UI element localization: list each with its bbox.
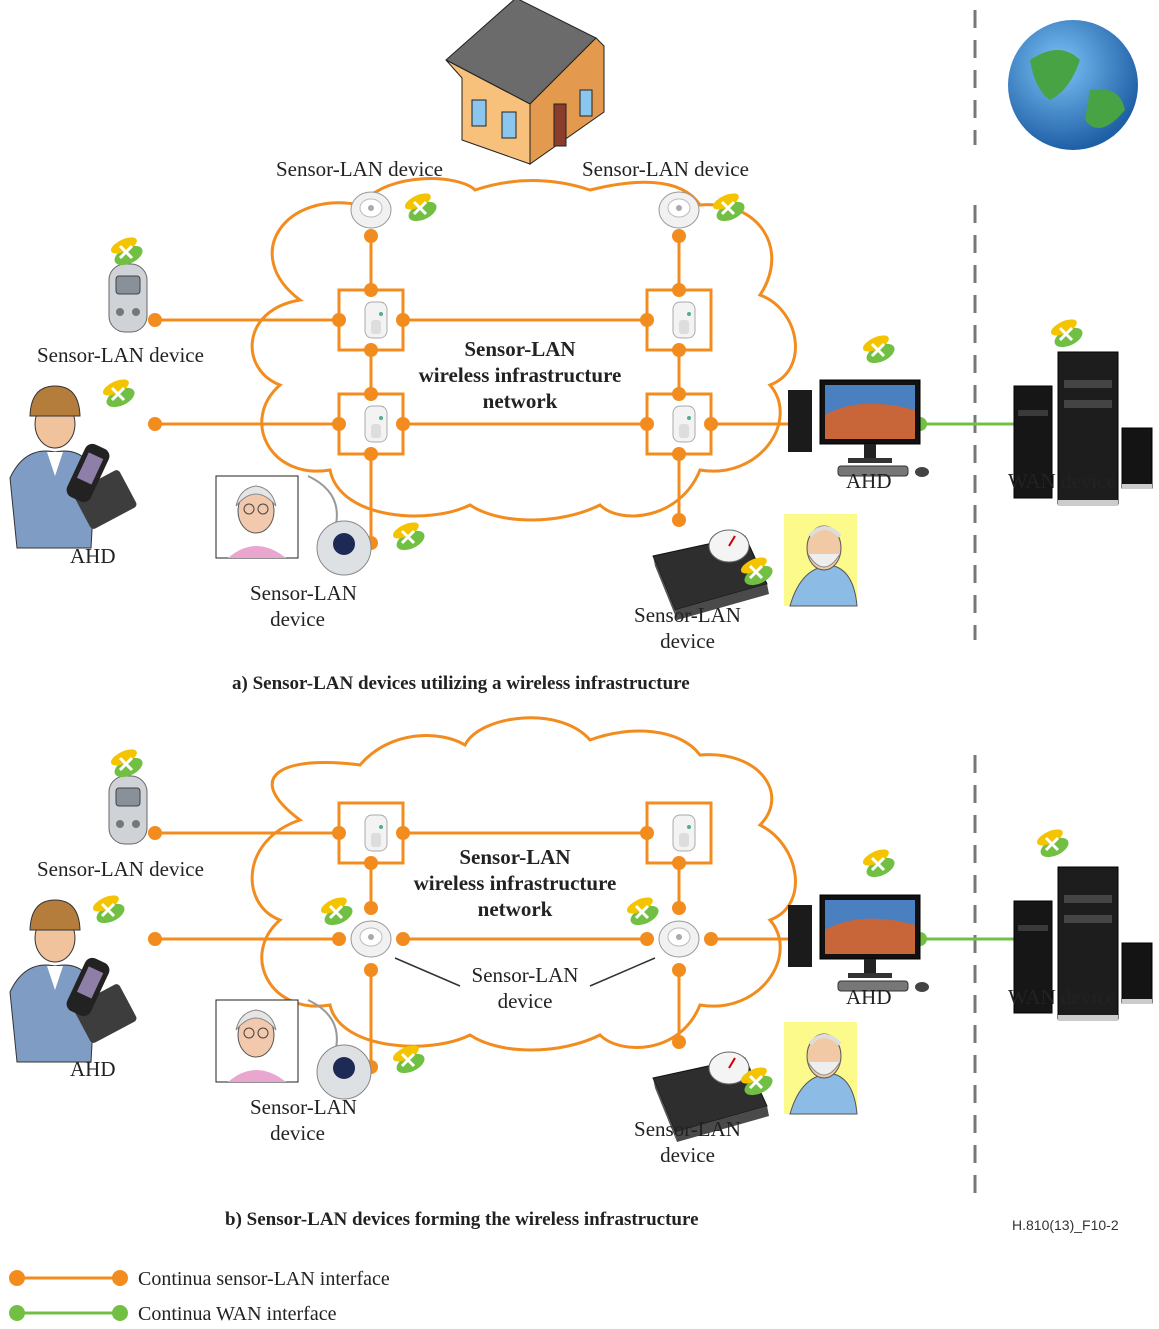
label-line: device	[660, 1143, 715, 1167]
network-label-line: network	[482, 389, 558, 413]
ahd-label: AHD	[846, 985, 892, 1009]
grandpa-icon	[782, 512, 859, 608]
network-label: Sensor-LAN wireless infrastructure netwo…	[400, 336, 640, 414]
plug-adapter-icon	[364, 814, 388, 852]
network-cloud	[250, 177, 797, 522]
label-line: device	[660, 629, 715, 653]
smoke-detector-icon	[350, 191, 392, 229]
label-line: device	[270, 607, 325, 631]
doctor-icon	[9, 385, 139, 549]
label-line: Sensor-LAN	[634, 603, 741, 627]
sensor-lan-links	[155, 831, 805, 1067]
sensor-lan-device-label: Sensor-LAN device	[625, 602, 750, 654]
callout-lines	[394, 957, 656, 987]
label-line: device	[270, 1121, 325, 1145]
network-label-line: network	[477, 897, 553, 921]
smoke-detector-icon	[658, 920, 700, 958]
house-icon	[445, 0, 605, 165]
panel-a-caption: a) Sensor-LAN devices utilizing a wirele…	[232, 673, 690, 694]
grandpa-icon	[782, 1020, 859, 1116]
smoke-detector-icon	[658, 191, 700, 229]
ahd-label: AHD	[70, 1057, 116, 1081]
sensor-lan-device-label: Sensor-LAN device	[37, 857, 204, 881]
network-label-line: Sensor-LAN	[464, 337, 576, 361]
plug-adapter-icon	[672, 301, 696, 339]
panel-b	[9, 716, 1153, 1195]
network-label: Sensor-LAN wireless infrastructure netwo…	[395, 844, 635, 922]
interface-dots	[148, 229, 812, 550]
plug-adapter-icon	[364, 405, 388, 443]
panel-b-caption: b) Sensor-LAN devices forming the wirele…	[225, 1209, 699, 1230]
label-line: device	[497, 989, 553, 1013]
glucometer-icon	[108, 263, 148, 333]
network-label-line: Sensor-LAN	[459, 845, 571, 869]
smoke-detector-icon	[350, 920, 392, 958]
grandma-pendant-icon	[215, 999, 372, 1100]
sensor-lan-device-label: Sensor-LAN device	[37, 343, 204, 367]
legend-swatches	[9, 1270, 128, 1321]
network-label-line: wireless infrastructure	[413, 871, 617, 895]
network-label-line: wireless infrastructure	[418, 363, 622, 387]
grandma-pendant-icon	[215, 475, 372, 576]
plug-adapter-icon	[672, 814, 696, 852]
sensor-lan-device-label: Sensor-LAN device	[250, 580, 357, 632]
sensor-lan-device-label: Sensor-LAN device	[625, 1116, 750, 1168]
label-line: Sensor-LAN	[250, 581, 357, 605]
label-line: Sensor-LAN	[471, 963, 579, 987]
sensor-lan-device-label: Sensor-LAN device	[276, 157, 443, 181]
network-cloud	[250, 716, 797, 1052]
ahd-label: AHD	[846, 469, 892, 493]
legend-wan-interface: Continua WAN interface	[138, 1303, 337, 1325]
sensor-lan-device-label: Sensor-LAN device	[460, 962, 590, 1014]
desktop-computer-icon	[787, 894, 930, 993]
figure-reference: H.810(13)_F10-2	[1012, 1217, 1119, 1233]
wan-device-label: WAN device	[1008, 985, 1116, 1009]
label-line: Sensor-LAN	[250, 1095, 357, 1119]
wan-device-label: WAN device	[1008, 469, 1116, 493]
legend-sensor-lan-interface: Continua sensor-LAN interface	[138, 1268, 390, 1290]
glucometer-icon	[108, 775, 148, 845]
sensor-lan-device-label: Sensor-LAN device	[582, 157, 749, 181]
sensor-lan-device-label: Sensor-LAN device	[250, 1094, 357, 1146]
ahd-label: AHD	[70, 544, 116, 568]
doctor-icon	[9, 899, 139, 1063]
globe-icon	[1008, 20, 1138, 150]
panel-a	[9, 0, 1153, 640]
desktop-computer-icon	[787, 379, 930, 478]
label-line: Sensor-LAN	[634, 1117, 741, 1141]
plug-adapter-icon	[364, 301, 388, 339]
plug-adapter-icon	[672, 405, 696, 443]
